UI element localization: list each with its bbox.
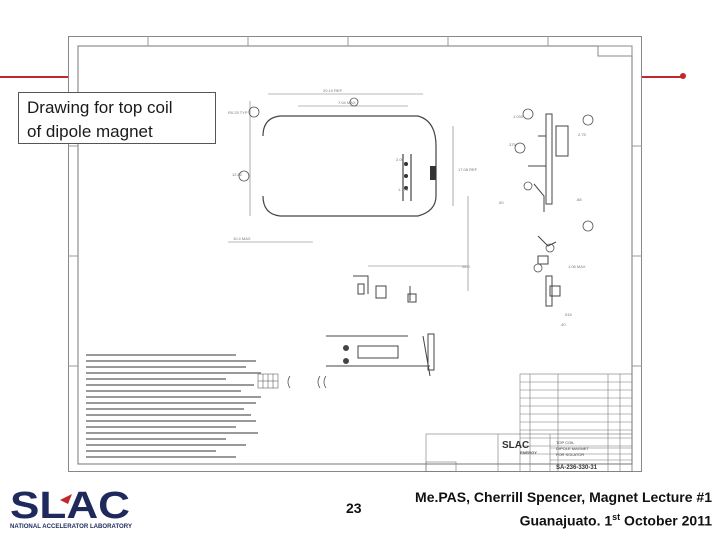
svg-text:17.08 REF: 17.08 REF: [458, 167, 478, 172]
svg-text:1.375: 1.375: [398, 187, 409, 192]
svg-text:7.04 MAX: 7.04 MAX: [338, 100, 356, 105]
footer-line-1: Me.PAS, Cherrill Spencer, Magnet Lecture…: [415, 489, 712, 505]
drawing-number: SA-236-330-31: [556, 465, 598, 471]
svg-text:12.62: 12.62: [232, 172, 243, 177]
svg-text:.515: .515: [564, 312, 573, 317]
footer-credit: Me.PAS, Cherrill Spencer, Magnet Lecture…: [415, 487, 712, 531]
slac-logo: SLAC NATIONAL ACCELERATOR LABORATORY: [8, 485, 136, 530]
svg-text:.375: .375: [508, 142, 517, 147]
logo-wordmark: SLAC: [10, 486, 130, 527]
title-line-1: TOP COIL: [556, 440, 575, 445]
svg-text:R0.25 TYP: R0.25 TYP: [228, 110, 248, 115]
title-line-2: DIPOLE MAGNET: [556, 446, 589, 451]
title-block-org: ENERGY: [520, 450, 537, 455]
header-rule-left: [0, 76, 80, 78]
footer-line-2: Guanajuato. 1st October 2011: [519, 512, 712, 529]
page-number: 23: [346, 500, 362, 516]
header-rule-right: [630, 76, 682, 78]
svg-text:2.75: 2.75: [578, 132, 587, 137]
svg-text:.40: .40: [560, 322, 566, 327]
svg-text:26.0: 26.0: [462, 264, 471, 269]
caption-line-2: of dipole magnet: [27, 122, 153, 141]
svg-text:2.00: 2.00: [396, 157, 405, 162]
drawing-caption: Drawing for top coil of dipole magnet: [18, 92, 216, 144]
caption-line-1: Drawing for top coil: [27, 98, 173, 117]
svg-text:1.06 MAX: 1.06 MAX: [568, 264, 586, 269]
svg-text:.88: .88: [576, 197, 582, 202]
title-block-logo: SLAC: [502, 440, 529, 451]
svg-text:20.10 REF: 20.10 REF: [323, 88, 343, 93]
title-line-3: FOR SOLATOR: [556, 452, 584, 457]
svg-text:1.030: 1.030: [513, 114, 524, 119]
logo-subtitle: NATIONAL ACCELERATOR LABORATORY: [10, 524, 132, 530]
header-rule-dot: [680, 73, 686, 79]
svg-text:.50: .50: [498, 200, 504, 205]
svg-text:10.4 MAX: 10.4 MAX: [233, 236, 251, 241]
